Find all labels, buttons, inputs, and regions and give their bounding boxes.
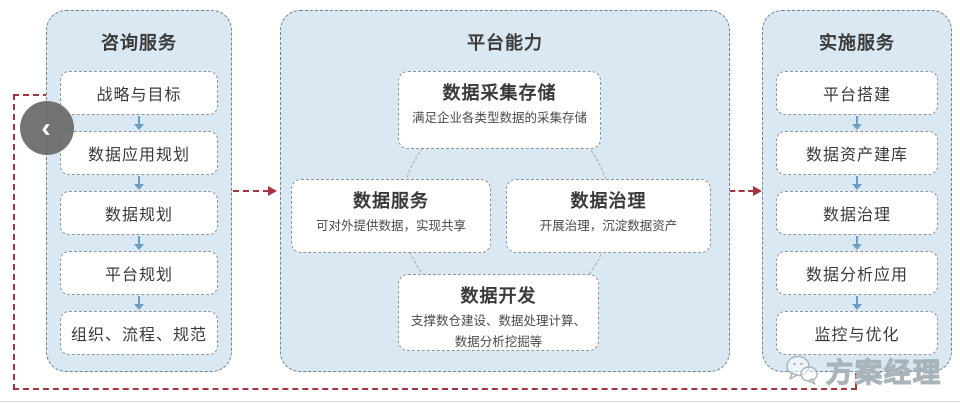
node-org-process-standards: 组织、流程、规范 [60, 311, 218, 355]
arrowhead-into-platform-icon [268, 186, 277, 196]
node-data-asset-library: 数据资产建库 [776, 131, 938, 175]
capability-data-development: 数据开发 支撑数仓建设、数据处理计算、数据分析挖掘等 [398, 274, 599, 351]
bottom-divider [0, 401, 960, 402]
node-label: 数据规划 [104, 207, 173, 224]
node-label: 数据应用规划 [87, 147, 190, 164]
capability-data-governance: 数据治理 开展治理，沉淀数据资产 [506, 179, 711, 253]
feedback-loop-right-segment [855, 373, 857, 389]
capability-desc: 可对外提供数据，实现共享 [315, 219, 466, 233]
down-arrow-icon [776, 295, 938, 311]
capability-title: 数据治理 [570, 191, 647, 211]
down-arrow-icon [60, 115, 218, 131]
feedback-loop-left-segment [13, 94, 15, 390]
node-label: 监控与优化 [814, 327, 900, 344]
capability-data-service: 数据服务 可对外提供数据，实现共享 [291, 179, 491, 253]
node-data-governance: 数据治理 [776, 191, 938, 235]
capability-title: 数据采集存储 [442, 83, 557, 103]
feedback-loop-top-segment [13, 94, 49, 96]
capability-title: 数据开发 [460, 286, 537, 306]
capability-title: 数据服务 [353, 191, 429, 211]
node-monitoring-optimization: 监控与优化 [776, 311, 938, 355]
feedback-loop-bottom-segment [13, 388, 857, 390]
node-label: 平台搭建 [822, 87, 891, 104]
node-data-application-planning: 数据应用规划 [60, 131, 218, 175]
down-arrow-icon [60, 295, 218, 311]
carousel-prev-button[interactable]: ‹ [20, 101, 74, 155]
capability-desc: 支撑数仓建设、数据处理计算、数据分析挖掘等 [410, 314, 586, 349]
node-platform-planning: 平台规划 [60, 251, 218, 295]
node-label: 数据分析应用 [805, 267, 908, 284]
node-platform-setup: 平台搭建 [776, 71, 938, 115]
consulting-steps: 战略与目标 数据应用规划 数据规划 平台规划 组织、流程、规范 [47, 71, 231, 355]
capability-desc: 开展治理，沉淀数据资产 [539, 219, 678, 233]
panel-implementation: 实施服务 平台搭建 数据资产建库 数据治理 数据分析应用 监控与优化 [762, 10, 952, 372]
capability-data-collection-storage: 数据采集存储 满足企业各类型数据的采集存储 [398, 71, 601, 149]
capability-desc: 满足企业各类型数据的采集存储 [411, 111, 587, 125]
down-arrow-icon [60, 235, 218, 251]
panel-consulting: 咨询服务 战略与目标 数据应用规划 数据规划 平台规划 组织、流程、规范 [46, 10, 232, 372]
down-arrow-icon [776, 115, 938, 131]
node-data-planning: 数据规划 [60, 191, 218, 235]
arrowhead-into-implementation-icon [753, 186, 762, 196]
panel-implementation-title: 实施服务 [819, 33, 895, 53]
node-data-analysis-application: 数据分析应用 [776, 251, 938, 295]
down-arrow-icon [776, 235, 938, 251]
node-label: 战略与目标 [96, 87, 182, 104]
panel-platform: 平台能力 数据采集存储 满足企业各类型数据的采集存储 数据服务 可对外提供数据，… [280, 10, 730, 372]
chevron-left-icon: ‹ [41, 112, 51, 143]
connector-consulting-to-platform [233, 190, 269, 192]
node-label: 平台规划 [104, 267, 173, 284]
node-label: 数据资产建库 [805, 147, 908, 164]
panel-consulting-title: 咨询服务 [101, 33, 177, 53]
panel-platform-title: 平台能力 [467, 33, 543, 53]
implementation-steps: 平台搭建 数据资产建库 数据治理 数据分析应用 监控与优化 [763, 71, 951, 355]
down-arrow-icon [776, 175, 938, 191]
connector-platform-to-implementation [720, 190, 754, 192]
node-label: 数据治理 [822, 207, 891, 224]
node-label: 组织、流程、规范 [70, 327, 207, 344]
node-strategy-goals: 战略与目标 [60, 71, 218, 115]
down-arrow-icon [60, 175, 218, 191]
